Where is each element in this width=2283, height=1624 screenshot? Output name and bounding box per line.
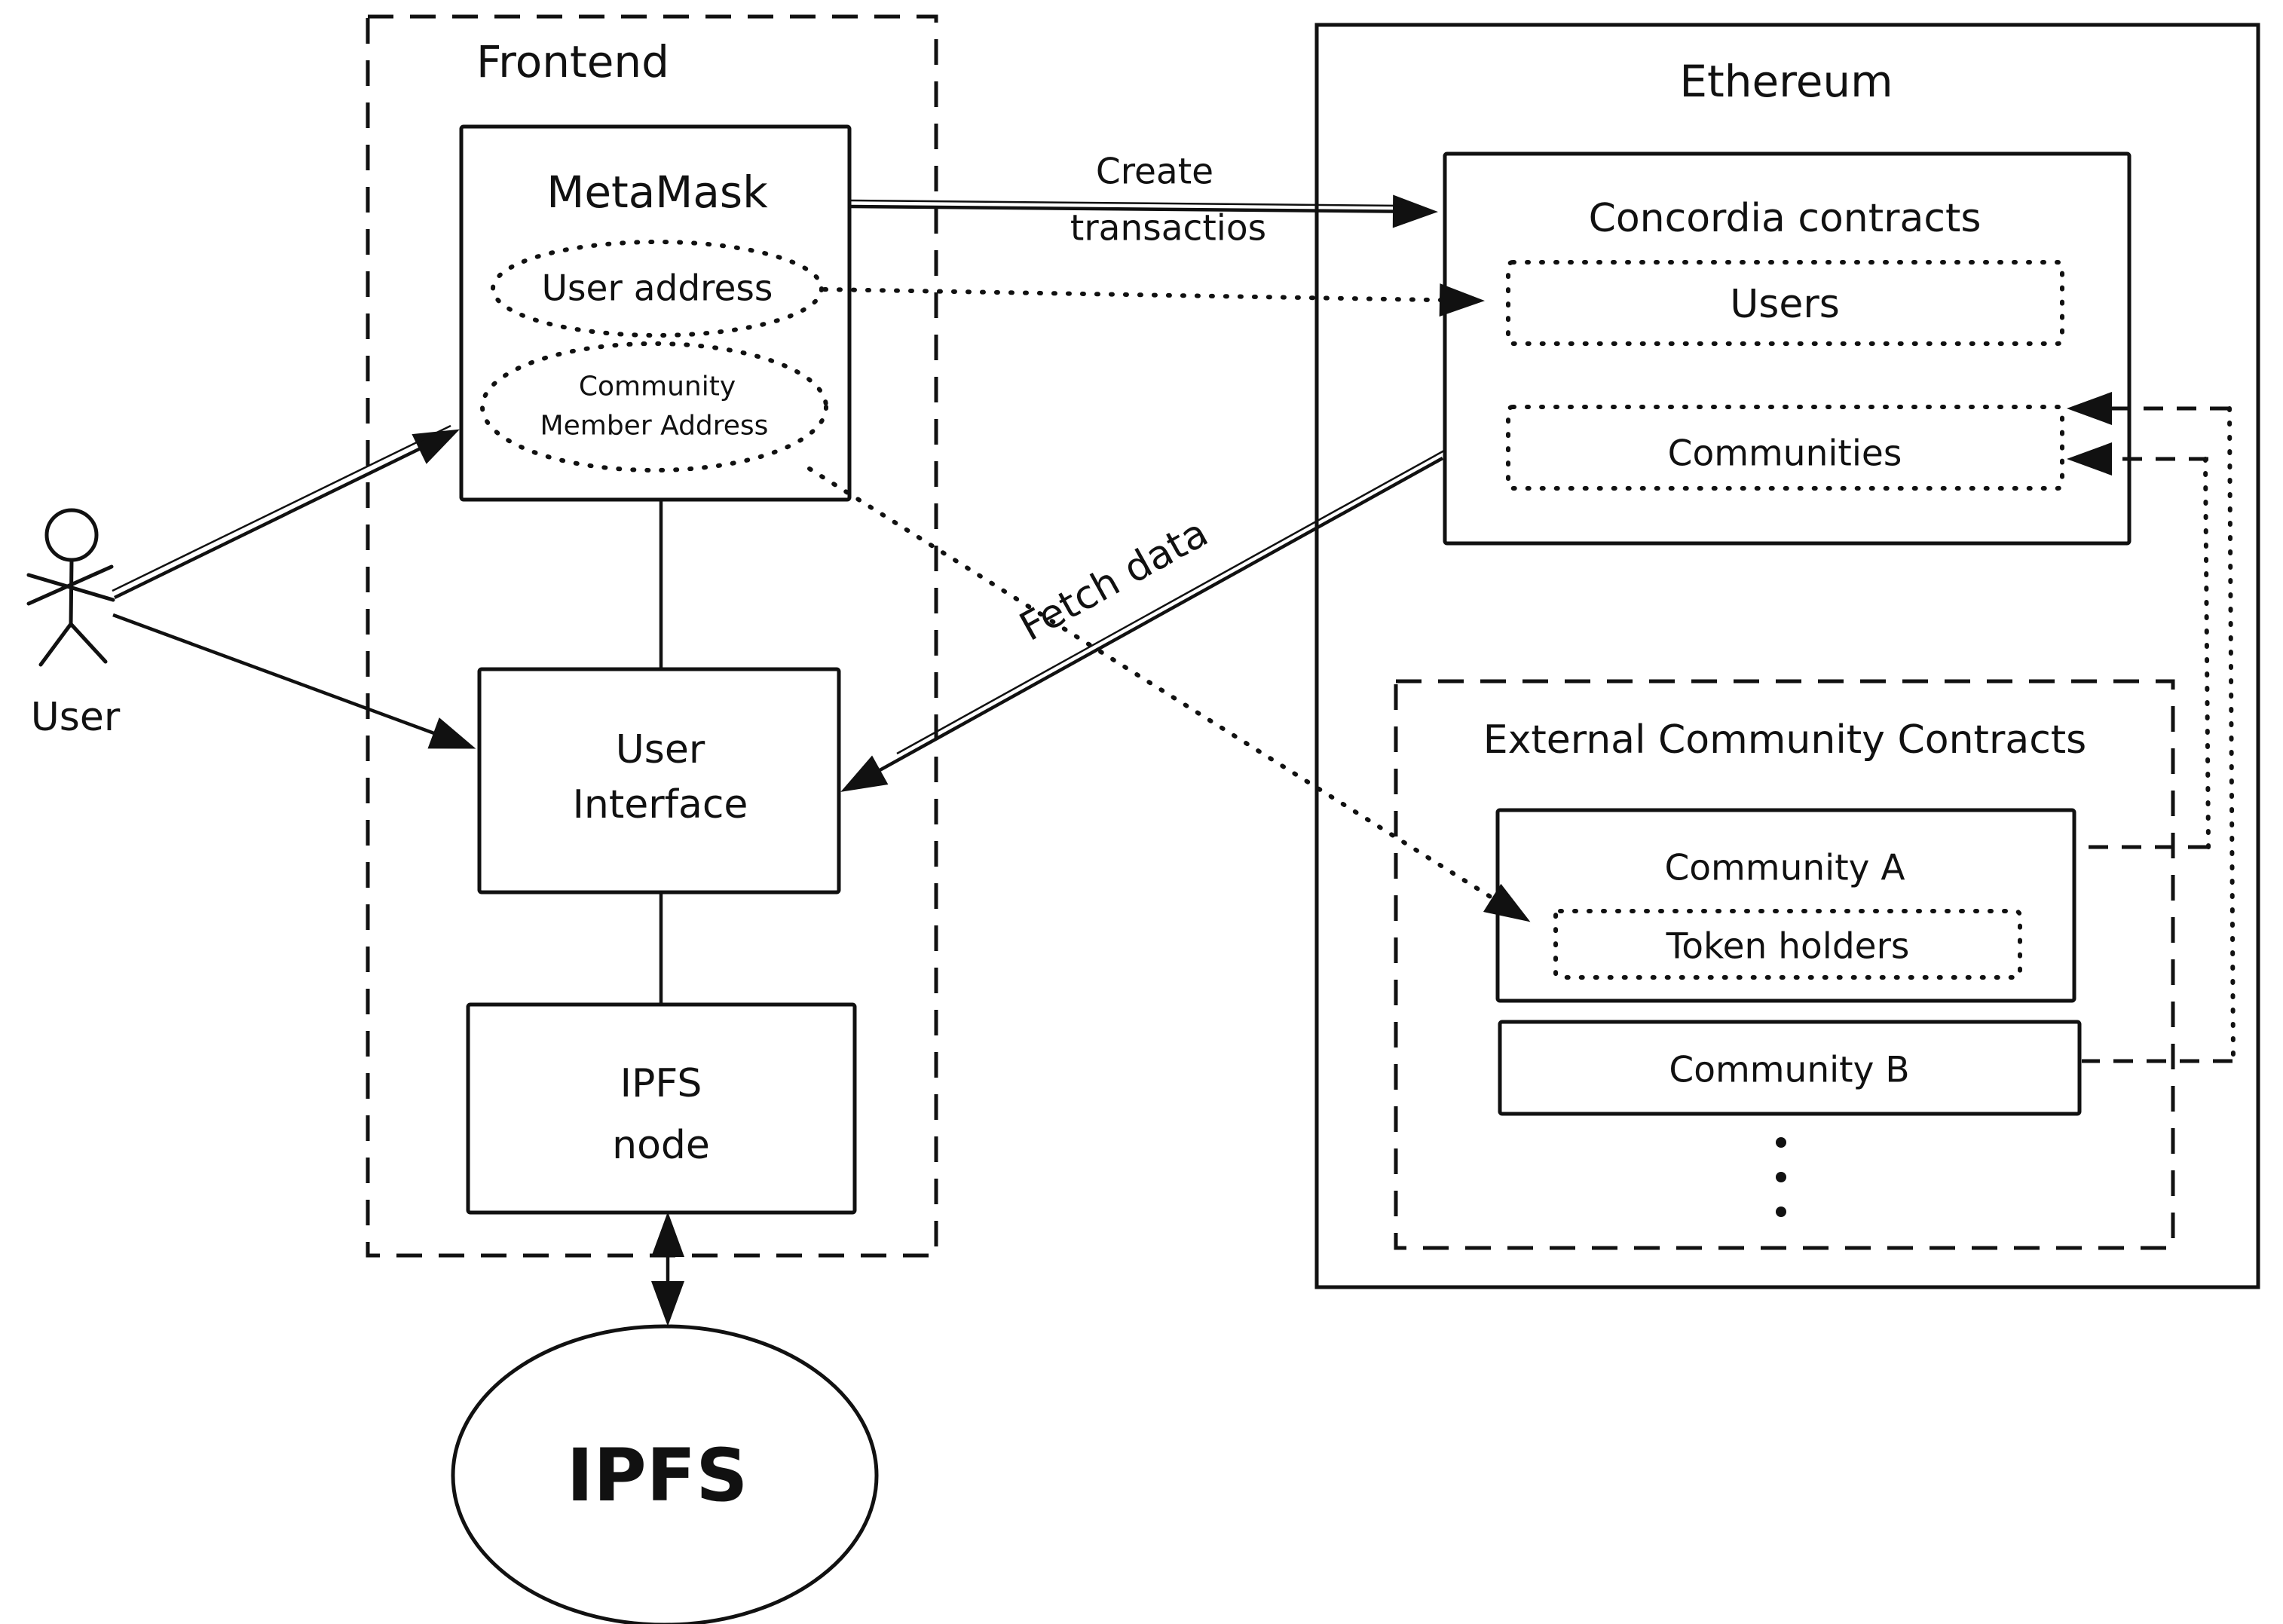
ipfs-label: IPFS	[567, 1433, 748, 1518]
user-figure-leg-right	[69, 622, 108, 664]
metamask-box	[459, 124, 852, 502]
community-a-box	[1495, 808, 2076, 1003]
create-transactions-label-line2: transactios	[1070, 208, 1266, 249]
create-transactions-label-line1: Create	[1096, 151, 1213, 193]
fetch-data-label: Fetch data	[1012, 510, 1215, 650]
concordia-contracts-box	[1443, 151, 2132, 546]
user-figure-body	[69, 558, 74, 628]
ipfs-node-line1: IPFS	[620, 1061, 702, 1106]
communities-label: Communities	[1668, 433, 1902, 475]
user-figure-head	[44, 508, 99, 562]
ethereum-container	[1314, 23, 2260, 1289]
ipfs-node-box	[466, 1002, 857, 1215]
arrow-user-to-user-interface	[112, 613, 476, 749]
community-b-box	[1498, 1020, 2082, 1116]
user-figure-arm-left	[26, 573, 115, 602]
concordia-contracts-title: Concordia contracts	[1589, 196, 1982, 241]
arrow-member-address-to-token-holders	[807, 466, 1531, 922]
ipfs-node-line2: node	[612, 1123, 710, 1168]
arrow-fetch-data	[840, 457, 1444, 792]
arrow-user-to-metamask	[114, 429, 460, 600]
frontend-label: Frontend	[476, 36, 669, 87]
users-label: Users	[1730, 282, 1840, 327]
user-interface-line2: Interface	[573, 782, 748, 827]
arrow-create-transactions-sketch	[849, 199, 1403, 207]
token-holders-box	[1553, 909, 2022, 980]
ethereum-label: Ethereum	[1679, 56, 1893, 107]
community-a-label: Community A	[1664, 848, 1905, 889]
user-interface-line1: User	[616, 727, 705, 772]
vertical-ellipsis-icon	[1776, 1137, 1786, 1217]
users-box	[1506, 260, 2064, 346]
arrow-create-transactions	[849, 194, 1438, 228]
user-address-label: User address	[542, 268, 773, 310]
route-community-a-vertical	[2203, 457, 2211, 849]
external-community-contracts-title: External Community Contracts	[1483, 717, 2087, 763]
arrow-user-to-metamask-sketch	[112, 424, 451, 592]
community-member-line2: Member Address	[540, 411, 769, 442]
arrow-fetch-data-sketch	[896, 449, 1445, 755]
user-figure-arm-right	[26, 564, 114, 606]
user-figure	[26, 508, 115, 667]
community-b-label: Community B	[1669, 1050, 1909, 1091]
community-member-ellipse	[480, 341, 828, 473]
communities-box	[1506, 405, 2064, 491]
token-holders-label: Token holders	[1666, 926, 1910, 968]
user-label: User	[31, 695, 121, 740]
route-community-b-vertical	[2227, 406, 2236, 1063]
community-member-line1: Community	[579, 372, 736, 402]
ipfs-ellipse	[451, 1324, 879, 1624]
user-interface-box	[477, 667, 841, 895]
external-community-contracts-container	[1394, 679, 2175, 1250]
metamask-title: MetaMask	[546, 167, 768, 218]
arrow-user-address-to-users	[822, 283, 1485, 317]
user-address-ellipse	[491, 240, 824, 338]
user-figure-leg-left	[38, 622, 73, 667]
